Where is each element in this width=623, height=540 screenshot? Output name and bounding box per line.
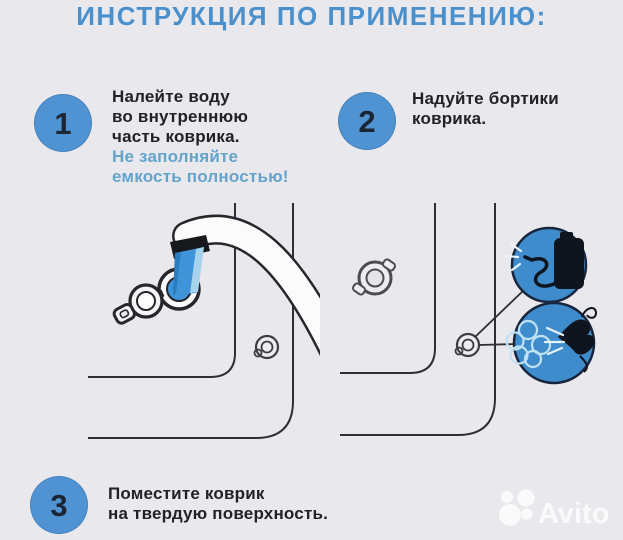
mat-corner-lines: [88, 203, 294, 439]
step-text-line: коврика.: [412, 109, 487, 128]
air-cloud-icon: [505, 319, 552, 369]
step-text-line: во внутреннюю: [112, 107, 249, 126]
valve-cap-icon: [112, 283, 165, 325]
step-2-text: Надуйте бортики коврика.: [412, 89, 559, 129]
step-text-line: Поместите коврик: [108, 484, 265, 503]
step-2-illustration: [340, 203, 598, 436]
mouth-blow-inset: [505, 301, 598, 385]
step-1-number: 1: [54, 105, 72, 141]
step-text-line: Надуйте бортики: [412, 89, 559, 108]
step-warning-line: емкость полностью!: [112, 167, 289, 186]
step-1-number-badge: 1: [34, 94, 92, 152]
air-pump-inset: [504, 226, 588, 304]
callout-lines: [474, 288, 526, 346]
page-title: ИНСТРУКЦИЯ ПО ПРИМЕНЕНИЮ:: [76, 1, 547, 31]
air-pump-icon: [504, 232, 584, 289]
step-2-number: 2: [358, 103, 376, 139]
step-warning-line: Не заполняйте: [112, 147, 239, 166]
step-3-number: 3: [50, 487, 68, 523]
avito-watermark: Avito: [496, 485, 621, 536]
mat-corner-lines: [340, 203, 496, 436]
step-text-line: Налейте воду: [112, 87, 230, 106]
open-valve-ring-icon: [351, 258, 397, 296]
water-stream-icon: [173, 247, 204, 295]
avito-logo: Avito: [499, 489, 609, 530]
step-text-line: на твердую поверхность.: [108, 504, 329, 523]
closed-valve-icon: [253, 334, 280, 360]
mouth-blowing-icon: [505, 307, 598, 373]
step-1-illustration: [88, 203, 320, 439]
step-1-text: Налейте воду во внутреннюю часть коврика…: [112, 87, 289, 187]
step-3-text: Поместите коврик на твердую поверхность.: [108, 484, 328, 524]
step-2-number-badge: 2: [338, 92, 396, 150]
step-text-line: часть коврика.: [112, 127, 240, 146]
step-3-number-badge: 3: [30, 476, 88, 534]
avito-wordmark: Avito: [538, 498, 609, 530]
